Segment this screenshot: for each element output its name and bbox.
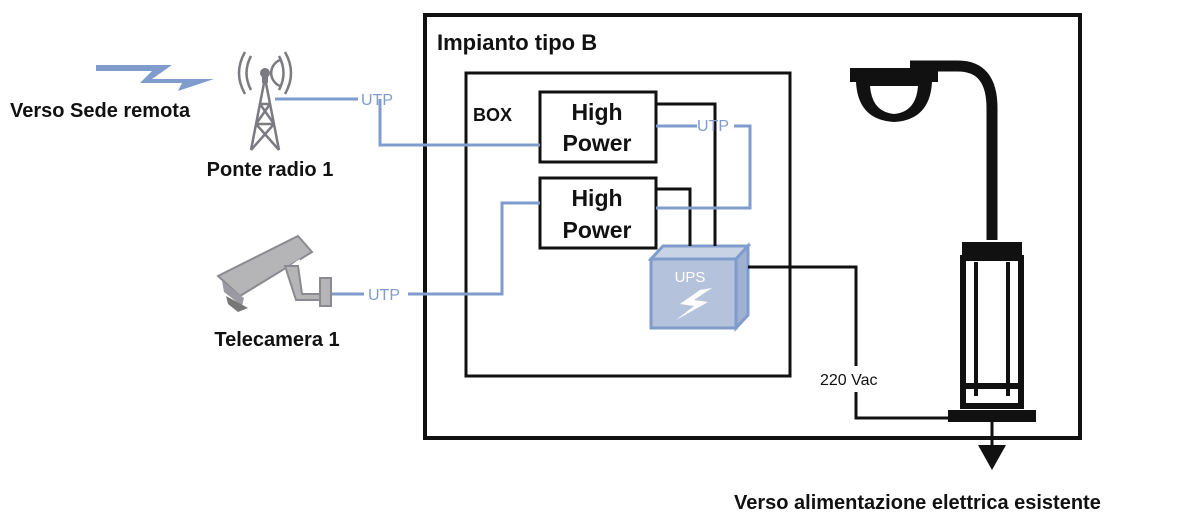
- lightning-icon: [676, 288, 712, 320]
- utp-label-boxes: UTP: [697, 118, 729, 135]
- high-power-2: [538, 176, 658, 250]
- power-supply-direction-label: Verso alimentazione elettrica esistente: [734, 492, 1101, 514]
- utp-label-camera: UTP: [368, 287, 400, 304]
- camera-icon: [216, 234, 332, 312]
- high-power-2-line2: Power: [562, 217, 631, 243]
- remote-site-label: Verso Sede remota: [10, 100, 191, 122]
- box-frame: [464, 71, 792, 378]
- high-power-1-line2: Power: [562, 130, 631, 156]
- camera-label: Telecamera 1: [214, 329, 339, 351]
- high-power-1-line1: High: [571, 99, 622, 125]
- plant-frame: [423, 13, 1082, 440]
- arrow-down-icon: [978, 445, 1006, 470]
- utp-label-radio: UTP: [361, 92, 393, 109]
- ups-unit: [647, 242, 752, 332]
- radio-tower-icon: [237, 51, 293, 151]
- lamp-pole-icon: [850, 60, 1036, 470]
- plant-title: Impianto tipo B: [437, 30, 597, 55]
- high-power-2-line1: High: [571, 185, 622, 211]
- radio-bridge-label: Ponte radio 1: [207, 159, 334, 181]
- ups-label: UPS: [675, 269, 706, 286]
- box-label: BOX: [473, 105, 512, 125]
- wireless-link-icon: [96, 65, 214, 91]
- power-220vac-label: 220 Vac: [820, 372, 878, 389]
